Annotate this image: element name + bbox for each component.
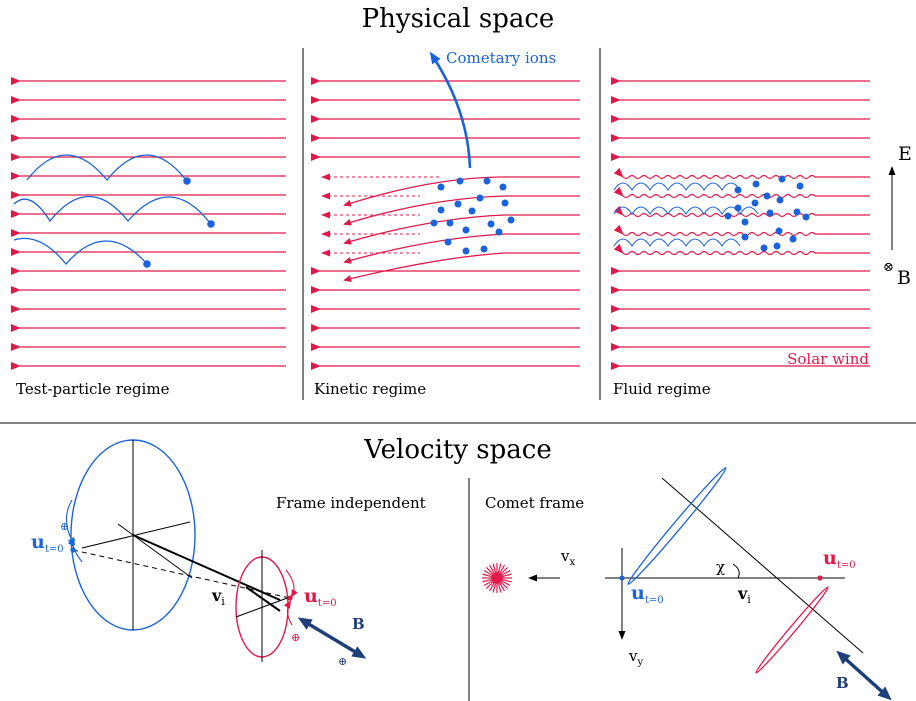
b-field-label: B — [897, 267, 911, 289]
b-vector-label-left: B — [352, 615, 365, 633]
fluid-ions — [724, 175, 810, 252]
b-into-page-symbol: ⊗ — [883, 260, 894, 275]
b-vector-label-comet: B — [836, 674, 849, 692]
vi-label-left: vi — [211, 586, 225, 608]
solar-wind-lines-kinetic — [311, 77, 580, 370]
kinetic-dashed-lines — [321, 173, 440, 257]
cometary-ions-label: Cometary ions — [446, 49, 556, 67]
fluid-wavy-lines — [613, 167, 870, 256]
wavy-field-line — [613, 186, 870, 199]
fluid-label: Fluid regime — [613, 380, 711, 398]
u-t0-label-left: ut=0 — [31, 531, 64, 555]
vy-label: vy — [628, 647, 643, 668]
plus-circle-symbol-left: ⊕ — [60, 520, 69, 533]
u-t0-label-comet-blue: ut=0 — [631, 582, 664, 606]
wavy-field-line — [613, 167, 870, 180]
velocity-space-title: Velocity space — [363, 435, 551, 465]
fluid-cycloid — [613, 182, 741, 192]
vx-label: vx — [560, 547, 575, 568]
test-particle-label: Test-particle regime — [16, 380, 170, 398]
cometary-ions-arrow — [429, 51, 472, 169]
solar-wind-lines-fluid — [611, 77, 870, 370]
plus-circle-symbol-b: ⊕ — [338, 655, 347, 668]
u-t0-label-right: ut=0 — [304, 585, 337, 609]
comet-star-icon — [482, 563, 512, 593]
solar-wind-lines-test-particle — [10, 77, 286, 370]
solar-wind-label: Solar wind — [787, 350, 869, 368]
wavy-field-line — [613, 243, 870, 256]
test-particle-ions — [143, 177, 215, 268]
chi-angle-label: χ — [716, 558, 725, 576]
wavy-field-line — [613, 205, 870, 218]
kinetic-ions — [430, 177, 515, 255]
physical-space-title: Physical space — [362, 4, 555, 34]
frame-independent-caption: Frame independent — [276, 494, 426, 512]
comet-frame-caption: Comet frame — [485, 494, 584, 512]
kinetic-label: Kinetic regime — [314, 380, 426, 398]
plus-circle-symbol-red: ⊕ — [291, 631, 300, 644]
frame-independent-diagram — [65, 439, 367, 662]
u-t0-label-comet-red: ut=0 — [823, 547, 856, 571]
wavy-field-line — [613, 224, 870, 237]
test-particle-trajectories — [13, 154, 211, 266]
kinetic-bent-lines — [343, 176, 580, 282]
vi-label-comet: vi — [737, 584, 751, 606]
comet-frame-diagram — [605, 467, 892, 701]
fluid-cycloid — [613, 238, 741, 248]
e-field-label: E — [898, 143, 912, 165]
